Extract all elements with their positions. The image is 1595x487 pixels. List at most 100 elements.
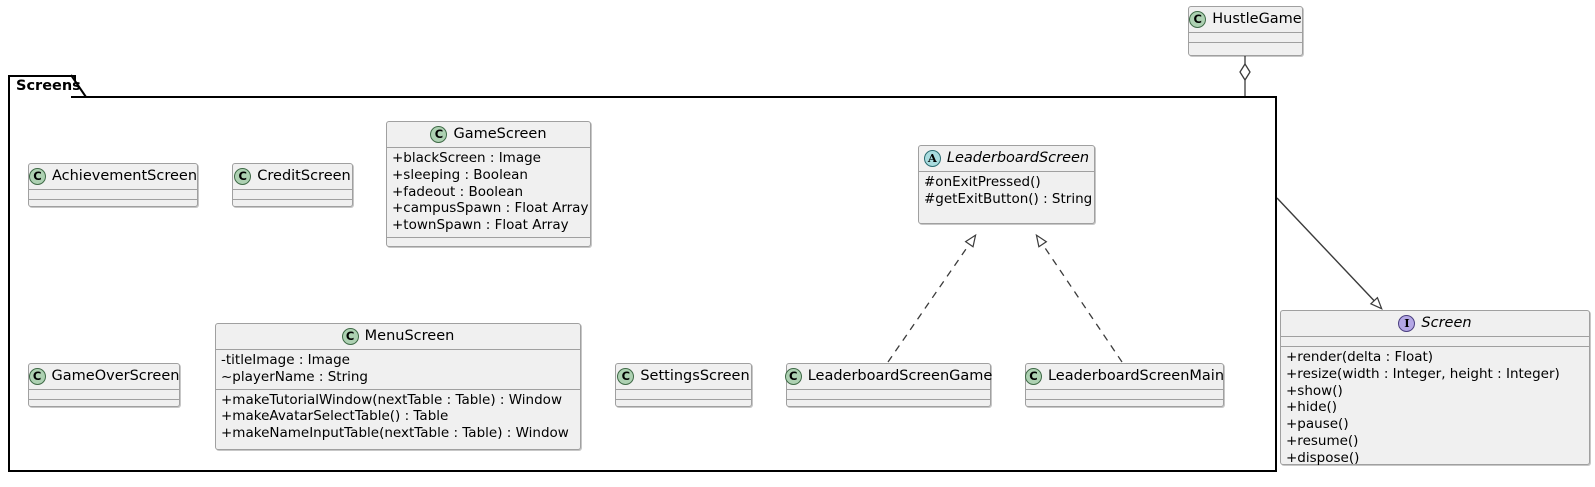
class-name-label: GameScreen [453,126,547,142]
compartment-divider [919,171,1094,173]
abstract-badge-icon: A [923,149,941,167]
class-badge-icon: C [1189,10,1207,28]
class-title-creditscreen: C CreditScreen [233,164,352,189]
method-row: +show() [1286,382,1343,399]
compartment-divider [29,389,179,391]
method-row: +resize(width : Integer, height : Intege… [1286,365,1560,382]
method-row: +render(delta : Float) [1286,349,1434,366]
attributes-compartment [1026,390,1223,399]
compartment-divider [387,147,590,149]
class-badge-icon: C [234,167,252,185]
class-title-gamescreen: C GameScreen [387,122,590,147]
package-tab-slant [70,74,88,98]
attributes-compartment [616,390,751,399]
attribute-row: +campusSpawn : Float Array [392,200,589,217]
aggregation-diamond [1239,62,1251,82]
attributes-compartment [1281,337,1589,346]
attributes-compartment [1189,33,1302,42]
attribute-row: +townSpawn : Float Array [392,217,569,234]
package-screens-label: Screens [16,78,81,94]
class-badge-icon: C [341,327,359,345]
class-name-label: LeaderboardScreenGame [807,368,993,384]
class-title-menuscreen: C MenuScreen [216,324,580,349]
compartment-divider [1189,32,1302,34]
methods-compartment [233,200,352,209]
methods-compartment [1189,43,1302,52]
compartment-divider [1026,389,1223,391]
class-name-label: GameOverScreen [51,368,180,384]
compartment-divider [233,199,352,201]
class-badge-icon: C [1024,367,1042,385]
attributes-compartment: -titleImage : Image ~playerName : String [216,350,580,388]
compartment-divider [216,388,580,390]
methods-compartment [29,200,197,209]
class-title-leaderboardscreenmain: C LeaderboardScreenMain [1024,364,1225,389]
attributes-compartment: +blackScreen : Image +sleeping : Boolean… [387,148,590,237]
class-title-achievementscreen: C AchievementScreen [28,164,197,189]
class-name-label: Screen [1421,315,1472,331]
methods-compartment: #onExitPressed() #getExitButton() : Stri… [919,172,1094,210]
class-box-menuscreen[interactable]: C MenuScreen -titleImage : Image ~player… [215,323,581,450]
class-name-label: LeaderboardScreen [946,150,1090,166]
method-row: +makeTutorialWindow(nextTable : Table) :… [221,391,562,408]
compartment-divider [1026,399,1223,401]
compartment-divider [29,399,179,401]
class-title-hustlegame: C HustleGame [1189,7,1302,32]
method-row: +makeNameInputTable(nextTable : Table) :… [221,425,569,442]
attributes-compartment [29,190,197,199]
class-box-screen[interactable]: I Screen +render(delta : Float) +resize(… [1280,310,1590,466]
class-title-leaderboardscreen: A LeaderboardScreen [919,146,1094,171]
class-box-hustlegame[interactable]: C HustleGame [1188,6,1303,56]
class-box-leaderboardscreengame[interactable]: C LeaderboardScreenGame [784,363,993,407]
class-name-label: SettingsScreen [640,368,750,384]
interface-badge-icon: I [1398,314,1416,332]
methods-compartment [1026,400,1223,409]
class-name-label: LeaderboardScreenMain [1047,368,1225,384]
class-box-leaderboardscreenmain[interactable]: C LeaderboardScreenMain [1024,363,1225,409]
method-row: +resume() [1286,432,1359,449]
attribute-row: +fadeout : Boolean [392,183,524,200]
compartment-divider [1281,336,1589,338]
methods-compartment: +render(delta : Float) +resize(width : I… [1281,347,1589,469]
method-row: +hide() [1286,399,1338,416]
class-box-leaderboardscreen[interactable]: A LeaderboardScreen #onExitPressed() #ge… [918,145,1095,224]
class-title-leaderboardscreengame: C LeaderboardScreenGame [784,364,993,389]
class-title-settingsscreen: C SettingsScreen [616,364,751,389]
attribute-row: +blackScreen : Image [392,150,541,167]
class-badge-icon: C [430,125,448,143]
method-row: #onExitPressed() [924,174,1041,191]
attributes-compartment [787,390,990,399]
methods-compartment: +makeTutorialWindow(nextTable : Table) :… [216,390,580,445]
class-title-gameoverscreen: C GameOverScreen [28,364,180,389]
class-name-label: MenuScreen [364,328,455,344]
class-box-gamescreen[interactable]: C GameScreen +blackScreen : Image +sleep… [386,121,591,247]
method-row: +pause() [1286,416,1349,433]
class-box-gameoverscreen[interactable]: C GameOverScreen [28,363,180,407]
method-row: +dispose() [1286,449,1360,466]
edge-screens-screen [1276,197,1383,310]
class-box-achievementscreen[interactable]: C AchievementScreen [28,163,198,207]
attributes-compartment [29,390,179,399]
class-badge-icon: C [617,367,635,385]
class-box-creditscreen[interactable]: C CreditScreen [232,163,353,207]
methods-compartment [29,400,179,409]
attribute-row: -titleImage : Image [221,352,350,369]
compartment-divider [1281,346,1589,348]
methods-compartment [616,400,751,409]
attributes-compartment [233,190,352,199]
class-name-label: HustleGame [1212,11,1302,27]
method-row: +makeAvatarSelectTable() : Table [221,408,449,425]
package-screens [8,96,1277,472]
method-row: #getExitButton() : String [924,190,1093,207]
compartment-divider [787,399,990,401]
class-box-settingsscreen[interactable]: C SettingsScreen [615,363,752,407]
compartment-divider [616,389,751,391]
class-badge-icon: C [28,167,46,185]
compartment-divider [787,389,990,391]
compartment-divider [216,349,580,351]
class-title-screen: I Screen [1281,311,1589,336]
class-badge-icon: C [784,367,802,385]
compartment-divider [233,189,352,191]
attribute-row: ~playerName : String [221,368,368,385]
